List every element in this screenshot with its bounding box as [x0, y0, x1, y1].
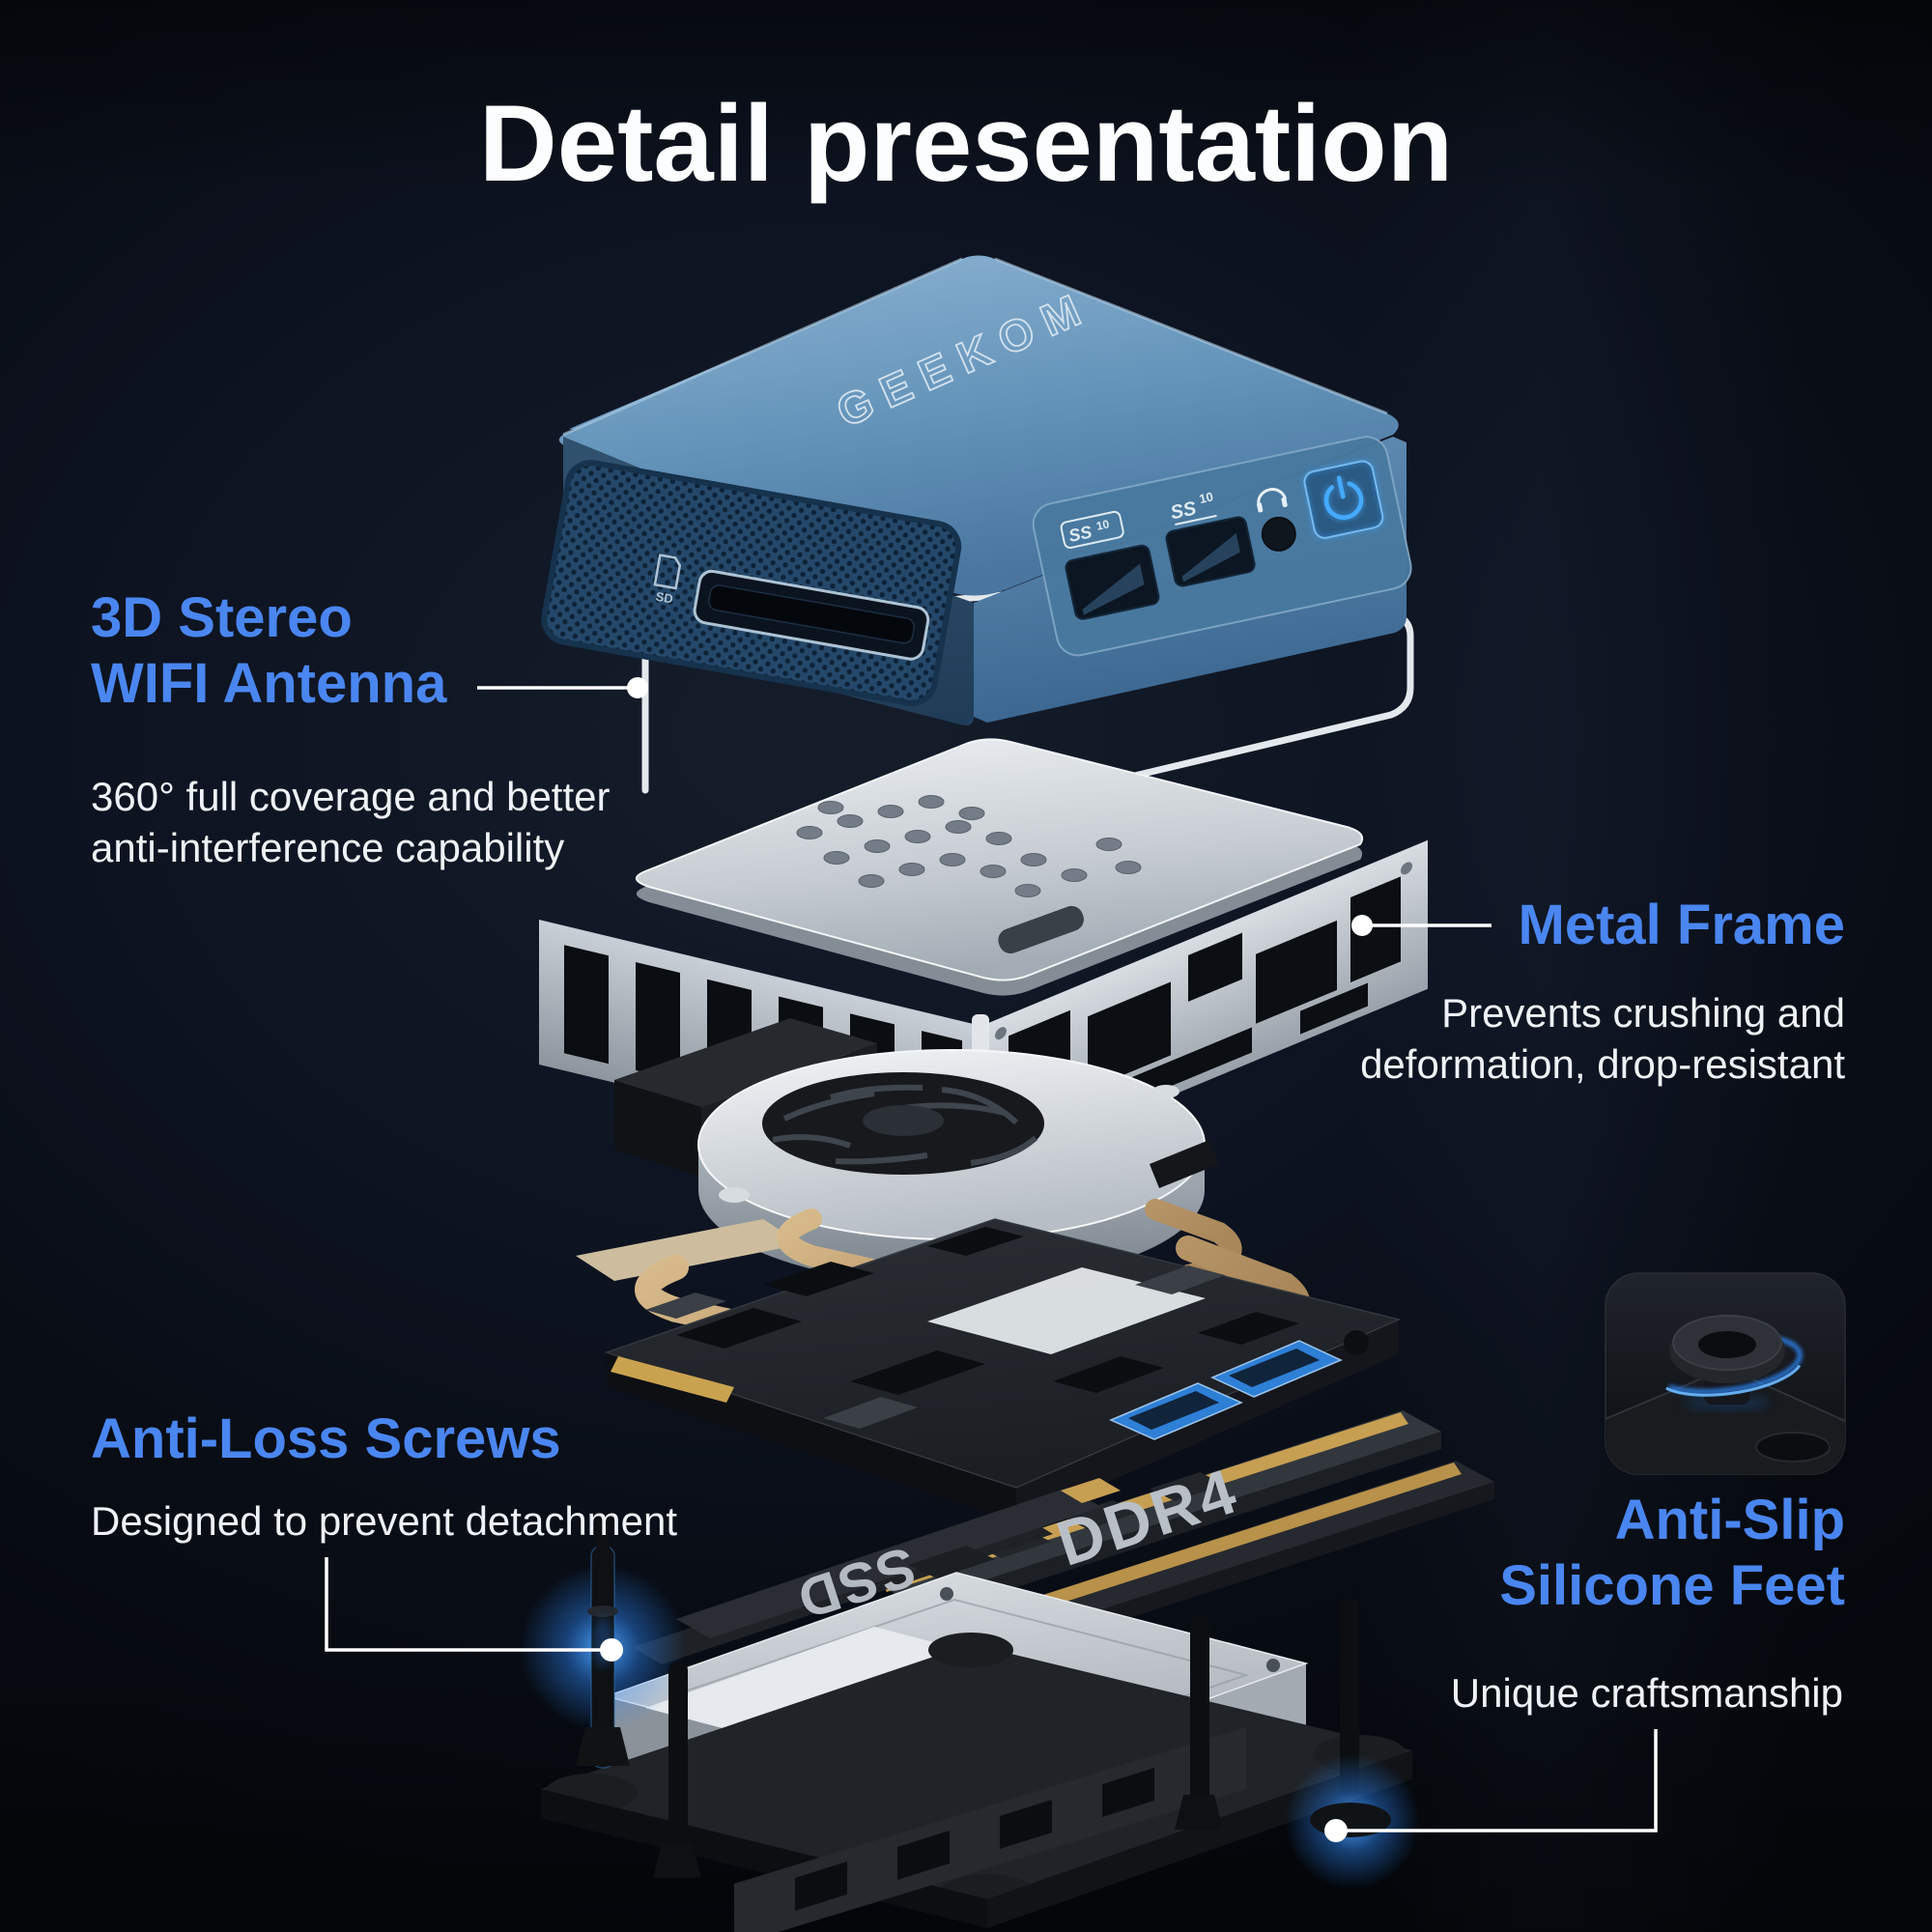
usb-a-port	[1065, 544, 1160, 620]
callout-anti-loss-screws-heading: Anti-Loss Screws	[91, 1406, 561, 1472]
callout-anti-slip-feet-desc: Unique craftsmanship	[1451, 1667, 1843, 1719]
board-components	[676, 1227, 1299, 1395]
callout-metal-frame-heading: Metal Frame	[1519, 893, 1845, 958]
plate-handle-notch	[998, 905, 1084, 954]
headphone-jack	[1257, 488, 1296, 552]
metal-desc-line1: Prevents crushing and	[1441, 990, 1845, 1036]
silicone-foot-glowing	[1285, 1754, 1420, 1889]
leader-anti-loss-screws	[325, 1557, 623, 1662]
metal-heading-line: Metal Frame	[1518, 894, 1845, 956]
standoff-screw	[1175, 1615, 1223, 1830]
feet-heading-line1: Anti-Slip	[1614, 1489, 1845, 1551]
usb-icon-speed: 10	[1198, 489, 1214, 506]
mini-pc-case: GEEKOM SD SS	[541, 255, 1412, 725]
ssd-modules: SSD	[633, 1478, 1121, 1664]
usb-icon-label: SS	[1066, 522, 1094, 546]
wifi-desc-line2: anti-interference capability	[91, 825, 565, 870]
cpu-shield	[927, 1267, 1206, 1354]
usb-headers-blue	[1109, 1340, 1343, 1440]
leader-metal-frame	[1351, 915, 1492, 936]
usb-ss10-icon: SS 10	[1169, 489, 1217, 526]
usb-a-port	[1165, 516, 1256, 587]
standoff-screw	[653, 1662, 701, 1878]
screws-heading-line: Anti-Loss Screws	[91, 1407, 561, 1470]
page-title: Detail presentation	[478, 83, 1454, 204]
wifi-heading-line2: WIFI Antenna	[91, 652, 447, 715]
wifi-desc-line1: 360° full coverage and better	[91, 774, 611, 819]
feet-desc-line: Unique craftsmanship	[1450, 1670, 1843, 1716]
case-grille: SD	[541, 460, 962, 706]
power-button	[1301, 458, 1386, 541]
sd-card-slot: SD	[653, 554, 930, 661]
board-gold-connector	[611, 1356, 734, 1403]
plate-vent-holes	[796, 795, 1142, 897]
feet-heading-line2: Silicone Feet	[1499, 1554, 1845, 1617]
ssd-gold-fingers	[1061, 1478, 1121, 1503]
frame-top-plate	[636, 738, 1364, 981]
hdd-top-plate	[645, 1627, 985, 1737]
usb-icon-speed: 10	[1095, 517, 1111, 533]
callout-wifi-antenna-heading: 3D Stereo WIFI Antenna	[91, 585, 446, 717]
power-icon	[1321, 475, 1366, 523]
leader-wifi-antenna	[477, 677, 648, 698]
headphone-icon	[1257, 488, 1287, 505]
screws-desc-line: Designed to prevent detachment	[91, 1498, 678, 1544]
sd-card-icon-label: SD	[655, 589, 674, 607]
leader-lines	[325, 677, 1658, 1842]
callout-anti-loss-screws-desc: Designed to prevent detachment	[91, 1495, 677, 1547]
usb-ss10-icon: SS 10	[1060, 510, 1124, 549]
callout-wifi-antenna-desc: 360° full coverage and better anti-inter…	[91, 771, 611, 873]
sd-card-icon	[653, 554, 682, 590]
metal-desc-line2: deformation, drop-resistant	[1360, 1041, 1845, 1087]
front-port-panel: SS 10 SS 10	[1032, 436, 1412, 657]
bottom-plate	[520, 1515, 1420, 1932]
bottom-bracket	[734, 1727, 1246, 1932]
leader-anti-slip-feet	[1324, 1729, 1658, 1842]
standoff-screw	[1340, 1599, 1359, 1797]
callout-anti-slip-feet-heading: Anti-Slip Silicone Feet	[1499, 1488, 1845, 1619]
wifi-heading-line1: 3D Stereo	[91, 586, 353, 649]
callout-metal-frame-desc: Prevents crushing and deformation, drop-…	[1360, 987, 1845, 1090]
anti-slip-foot-inset	[1605, 1272, 1846, 1475]
motherboard	[604, 1218, 1402, 1522]
